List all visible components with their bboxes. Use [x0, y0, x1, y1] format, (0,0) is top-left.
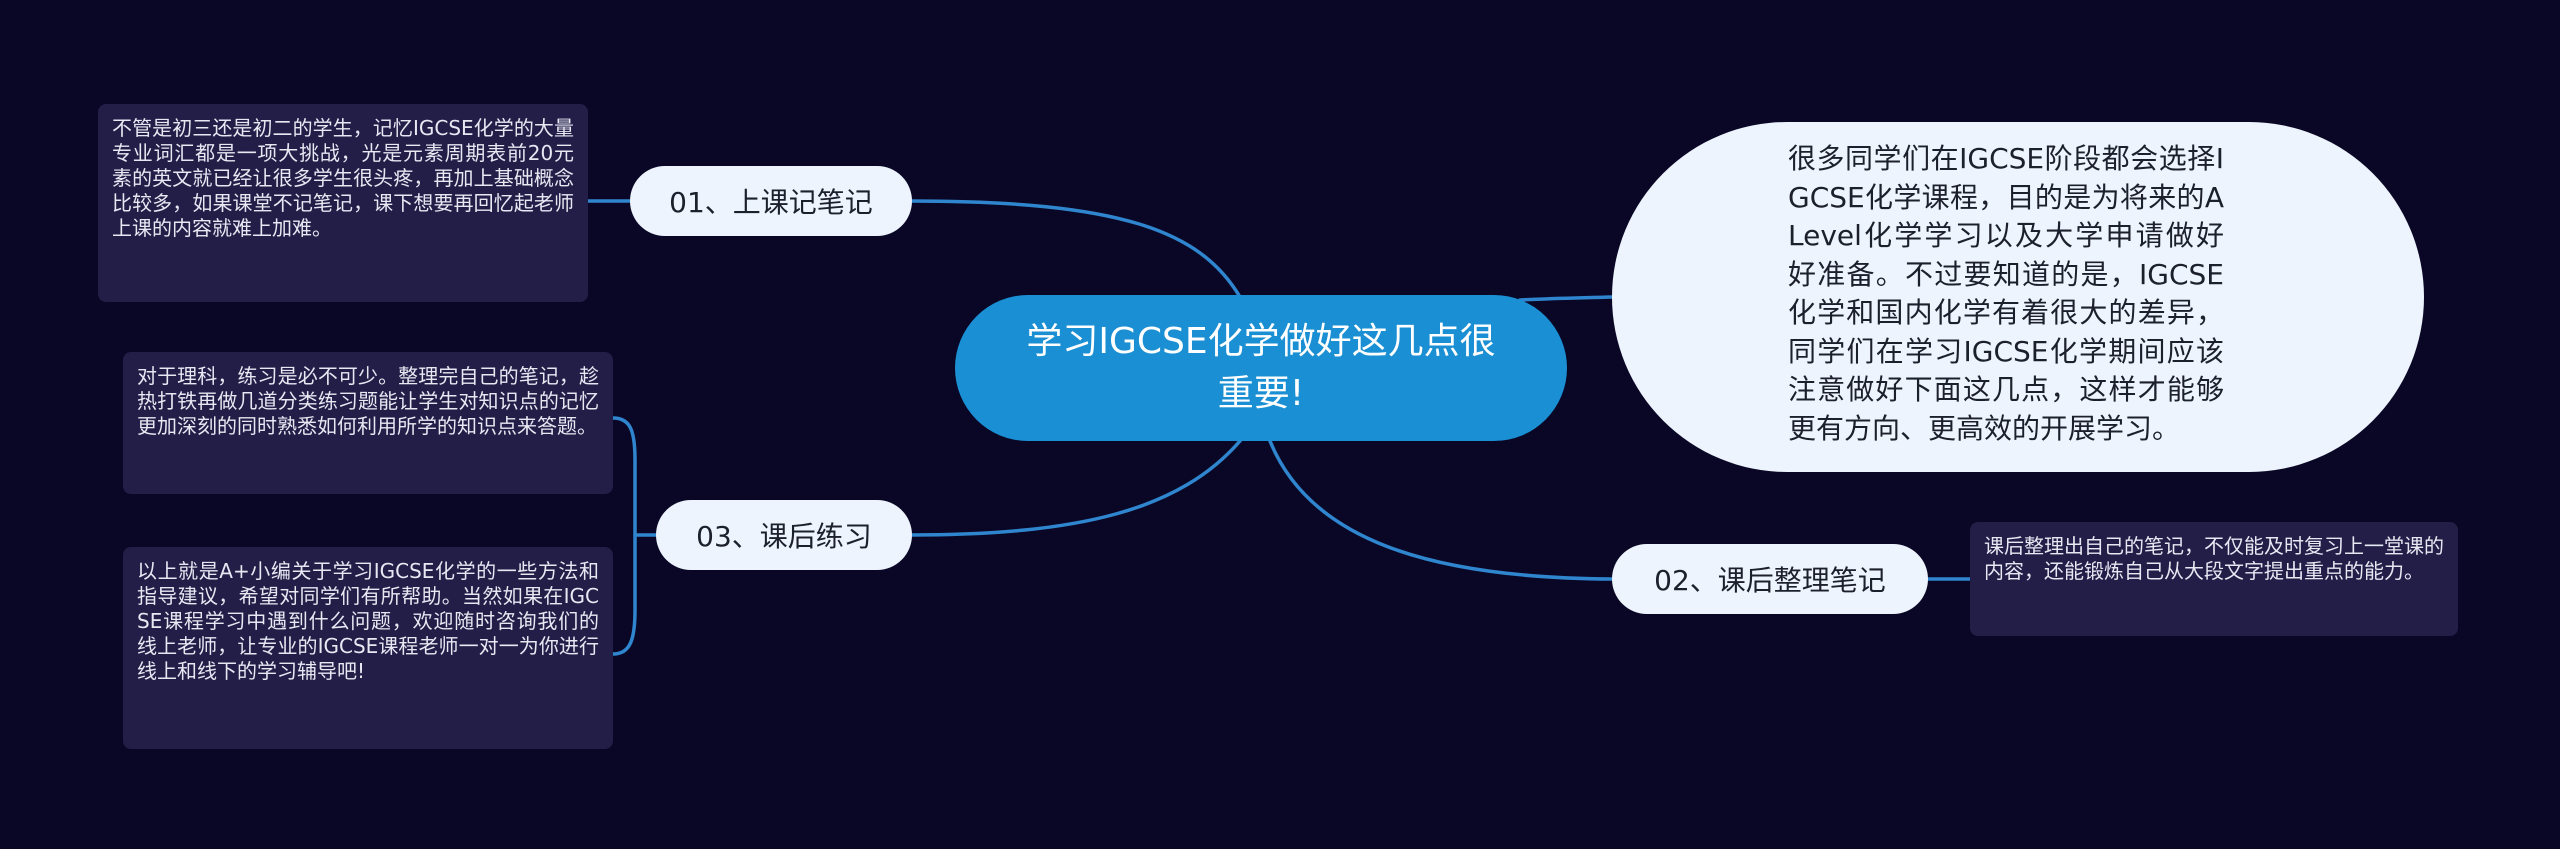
- branch-03-label: 03、课后练习: [696, 520, 872, 553]
- branch-02-node[interactable]: 02、课后整理笔记: [1612, 544, 1928, 614]
- branch-02-label: 02、课后整理笔记: [1654, 564, 1886, 597]
- branch-01-note-text: 不管是初三还是初二的学生，记忆IGCSE化学的大量专业词汇都是一项大挑战，光是元…: [112, 116, 574, 240]
- branch-03-note-1[interactable]: 对于理科，练习是必不可少。整理完自己的笔记，趁热打铁再做几道分类练习题能让学生对…: [123, 352, 613, 494]
- edge-center-to-branch-02: [1268, 439, 1614, 581]
- branch-03-node[interactable]: 03、课后练习: [656, 500, 912, 570]
- edge-center-to-branch-01: [908, 199, 1242, 299]
- intro-text: 很多同学们在IGCSE阶段都会选择IGCSE化学课程，目的是为将来的ALevel…: [1788, 142, 2224, 445]
- branch-03-note-2-text: 以上就是A+小编关于学习IGCSE化学的一些方法和指导建议，希望对同学们有所帮助…: [137, 559, 599, 683]
- central-topic[interactable]: 学习IGCSE化学做好这几点很重要!: [955, 295, 1567, 441]
- branch-03-note-2[interactable]: 以上就是A+小编关于学习IGCSE化学的一些方法和指导建议，希望对同学们有所帮助…: [123, 547, 613, 749]
- branch-03-note-1-text: 对于理科，练习是必不可少。整理完自己的笔记，趁热打铁再做几道分类练习题能让学生对…: [137, 364, 599, 438]
- edge-branch-03-bracket: [611, 416, 637, 656]
- edge-center-to-intro: [1518, 295, 1614, 302]
- branch-01-node[interactable]: 01、上课记笔记: [630, 166, 912, 236]
- central-topic-label: 学习IGCSE化学做好这几点很重要!: [1026, 321, 1496, 414]
- intro-node[interactable]: 很多同学们在IGCSE阶段都会选择IGCSE化学课程，目的是为将来的ALevel…: [1612, 122, 2424, 472]
- edge-center-to-branch-03: [908, 439, 1242, 537]
- branch-01-label: 01、上课记笔记: [669, 186, 873, 219]
- branch-02-note-text: 课后整理出自己的笔记，不仅能及时复习上一堂课的内容，还能锻炼自己从大段文字提出重…: [1984, 534, 2444, 583]
- branch-01-note[interactable]: 不管是初三还是初二的学生，记忆IGCSE化学的大量专业词汇都是一项大挑战，光是元…: [98, 104, 588, 302]
- branch-02-note[interactable]: 课后整理出自己的笔记，不仅能及时复习上一堂课的内容，还能锻炼自己从大段文字提出重…: [1970, 522, 2458, 636]
